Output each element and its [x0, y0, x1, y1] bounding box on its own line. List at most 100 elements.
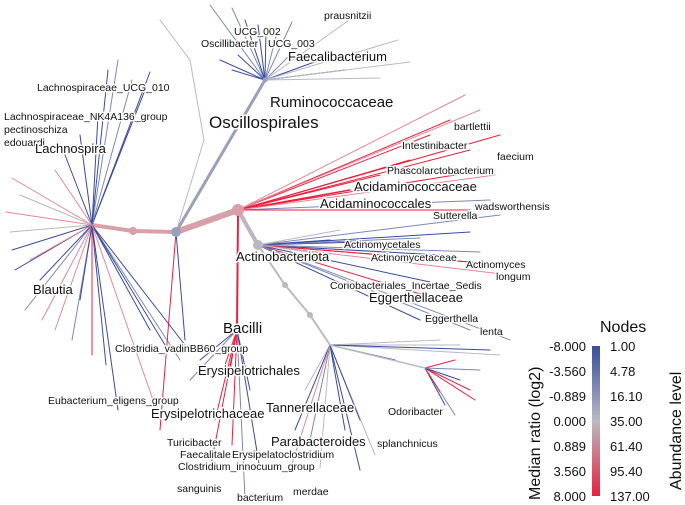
edge-lachnospiraceae-leaf: [11, 177, 93, 226]
edge-lachnospiraceae-leaf: [91, 224, 166, 346]
edge-lachnospiraceae-leaf: [9, 224, 93, 233]
edge-bacilli: [236, 211, 239, 331]
edge-ruminococcaceae: [219, 59, 266, 81]
legend-median-tick-1: -8.000: [549, 339, 586, 354]
label-acidaminococcaceae: Acidaminococcaceae: [354, 179, 477, 194]
legend-abundance-tick-1: 1.00: [610, 339, 635, 354]
edge-ruminococcaceae: [237, 54, 266, 81]
legend-median-tick-4: 0.000: [553, 414, 586, 429]
edge-lachnospiraceae-leaf: [91, 224, 186, 346]
node-lachnospiraceae: [129, 227, 137, 235]
label-intestinibacter: Intestinibacter: [402, 140, 468, 152]
label-phascolarctobacterium: Phascolarctobacterium: [387, 165, 494, 177]
edge-bacilli-leaf: [224, 329, 238, 366]
label-clostridia-vadin: Clostridia_vadinBB60_group: [115, 343, 248, 355]
edge-bacteroidales-leaf: [289, 344, 331, 471]
edge-branch: [329, 344, 426, 369]
edge-bacteroidales-leaf: [329, 339, 441, 346]
edge-ruminococcaceae: [264, 29, 267, 81]
edge-ruminococcaceae: [264, 59, 321, 81]
edge-lachnospiraceae-leaf: [64, 154, 93, 226]
label-coriobacteriales: Coriobacteriales_Incertae_Sedis: [330, 280, 482, 292]
node-root: [232, 204, 244, 216]
label-wadsworthensis: wadsworthensis: [474, 201, 550, 213]
edge-acidaminococcales: [237, 94, 466, 211]
label-bartlettii: bartlettii: [454, 121, 491, 133]
label-lenta: lenta: [480, 326, 503, 338]
edge-branch: [175, 231, 186, 341]
label-edouardi: edouardi: [4, 137, 45, 149]
edge-actinobacteriota-leaf: [257, 214, 501, 246]
edge-bacilli-leaf: [231, 329, 238, 446]
edge-actinobacteriota-leaf: [257, 244, 431, 283]
edge-lachnospiraceae-leaf: [24, 224, 93, 311]
edge-lachnospiraceae-leaf: [91, 89, 146, 226]
node-clostridia: [171, 227, 181, 237]
label-tannerellaceae: Tannerellaceae: [266, 400, 354, 415]
edge-bacteroidales-leaf: [294, 344, 331, 431]
edge-lachnospiraceae-leaf: [79, 134, 93, 226]
edge-actinobacteriota-leaf: [257, 244, 521, 267]
edge-ruminococcaceae: [264, 77, 381, 81]
label-ruminococcaceae: Ruminococcaceae: [270, 94, 393, 111]
label-faecalitalea: Faecalitalea: [180, 449, 237, 461]
edge-ruminococcaceae: [264, 17, 353, 81]
edge-bacilli-leaf: [229, 329, 238, 371]
edge-lachnospiraceae-leaf: [39, 224, 93, 281]
edge-bacilli-leaf: [214, 329, 238, 421]
edge-acidaminococcales: [237, 134, 501, 211]
edge-bacilli-leaf: [236, 329, 261, 471]
edge-lachnospiraceae-leaf: [91, 224, 151, 331]
edge-actinobacteriota-leaf: [257, 244, 481, 253]
edge-acidaminococcales: [237, 149, 471, 211]
label-eggerthella: Eggerthella: [425, 313, 478, 325]
edge-actinobacteriota-leaf: [257, 244, 511, 341]
edge-bacteroidales-leaf: [329, 344, 361, 471]
edge-bacteroidota: [284, 284, 311, 316]
edge-branch: [175, 139, 205, 233]
edge-actinobacteriota: [236, 208, 260, 247]
legend-median-tick-3: -0.889: [549, 389, 586, 404]
edge-acidaminococcales: [237, 174, 496, 211]
legend-abundance-tick-6: 95.40: [610, 464, 643, 479]
label-acidaminococcales: Acidaminococcales: [320, 196, 432, 211]
label-actinobacteriota: Actinobacteriota: [236, 249, 330, 264]
tree-edges: [5, 4, 521, 499]
edge-bacteroidales-leaf: [309, 344, 331, 441]
label-parabacteroides: Parabacteroides: [271, 434, 366, 449]
label-bacterium: bacterium: [237, 492, 283, 504]
edge-actinobacteriota-leaf: [257, 244, 331, 256]
edge-ruminococcaceae: [244, 19, 266, 81]
edge-right-cluster: [424, 367, 441, 393]
edge-lachnospiraceae-leaf: [54, 224, 93, 331]
edge-bacteroidales: [309, 314, 331, 346]
edge-lachnospiraceae-leaf: [91, 69, 109, 226]
label-bacilli: Bacilli: [223, 320, 262, 337]
label-oscillospirales: Oscillospirales: [209, 113, 319, 132]
legend-median-tick-5: 0.889: [553, 439, 586, 454]
edge-lachnospiraceae-leaf: [41, 224, 93, 321]
edge-right-cluster: [424, 367, 476, 401]
label-faecalibacterium: Faecalibacterium: [288, 49, 387, 64]
edge-lachnospiraceae-leaf: [54, 169, 93, 226]
edge-ruminococcaceae: [264, 39, 399, 81]
edge-lachnospiraceae-leaf: [91, 224, 161, 421]
taxon-labels: Oscillospirales Ruminococcaceae Faecalib…: [3, 9, 552, 505]
edge-lachnospiraceae-leaf: [91, 224, 119, 411]
label-eubacterium-eligens: Eubacterium_eligens_group: [48, 395, 179, 407]
label-erysipelatoclostridium: Erysipelatoclostridium: [232, 449, 334, 461]
legend-median-tick-6: 3.560: [553, 464, 586, 479]
edge-acidaminococcales: [237, 199, 491, 211]
edge-bacteroidales-leaf: [329, 344, 491, 351]
edge-bacteroidales-leaf: [304, 344, 331, 391]
edge-ruminococcaceae: [231, 7, 266, 81]
edge-bacilli-leaf: [199, 329, 238, 361]
edge-actinobacteriota-leaf: [257, 244, 511, 276]
edge-actinobacteriota-leaf: [257, 229, 341, 246]
label-longum: longum: [496, 271, 531, 283]
label-sanguinis: sanguinis: [177, 483, 221, 495]
edge-bacteroidota: [257, 244, 286, 286]
edge-actinobacteriota-leaf: [257, 244, 441, 256]
legend-title-nodes: Nodes: [600, 319, 646, 336]
edge-root: [173, 207, 241, 235]
